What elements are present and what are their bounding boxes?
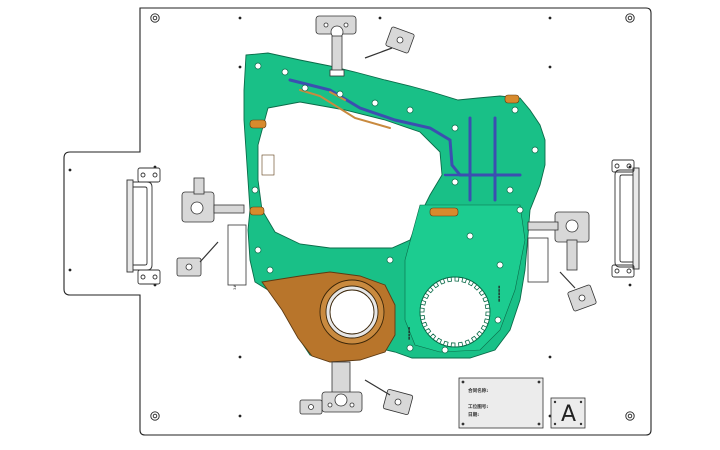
- clamp-icon[interactable]: [321, 361, 363, 413]
- handle-icon[interactable]: [126, 167, 161, 285]
- main-bore: [319, 279, 385, 345]
- workpiece[interactable]: 3# ▬▬▬▬▬ ▬▬▬▬: [233, 52, 546, 363]
- nameplate-line-1: 合同名称:: [468, 387, 488, 394]
- mounting-hole-icon: [150, 411, 160, 421]
- corner-mark-letter: A: [561, 402, 576, 427]
- locating-pin-icon[interactable]: [364, 379, 414, 415]
- locating-pin-icon[interactable]: [559, 271, 597, 312]
- locating-pin-icon[interactable]: [176, 241, 219, 277]
- handle-icon[interactable]: [611, 159, 640, 278]
- part-casting-text: ▬▬▬▬: [407, 327, 411, 340]
- locating-pin-icon[interactable]: [299, 399, 323, 415]
- clamp-icon[interactable]: [315, 15, 357, 77]
- locating-pin-icon[interactable]: [364, 26, 415, 59]
- machined-pads: [249, 94, 520, 217]
- nameplate: 合同名称: 工位图号: 日期:: [458, 377, 544, 429]
- part-casting-text: ▬▬▬▬▬: [497, 285, 501, 302]
- clamp-icon[interactable]: [181, 177, 247, 286]
- nameplate-line-3: 工位图号:: [468, 403, 488, 410]
- nameplate-line-4: 日期:: [468, 411, 479, 418]
- gear-cutout: [419, 276, 491, 348]
- mounting-hole-icon: [150, 13, 160, 23]
- clamp-icon[interactable]: [527, 211, 590, 283]
- mounting-hole-icon: [625, 13, 635, 23]
- mounting-holes: [150, 13, 635, 421]
- part-marking: 3#: [233, 285, 237, 290]
- bolt-holes: [251, 62, 539, 354]
- mounting-hole-icon: [625, 411, 635, 421]
- corner-mark: A: [550, 397, 586, 429]
